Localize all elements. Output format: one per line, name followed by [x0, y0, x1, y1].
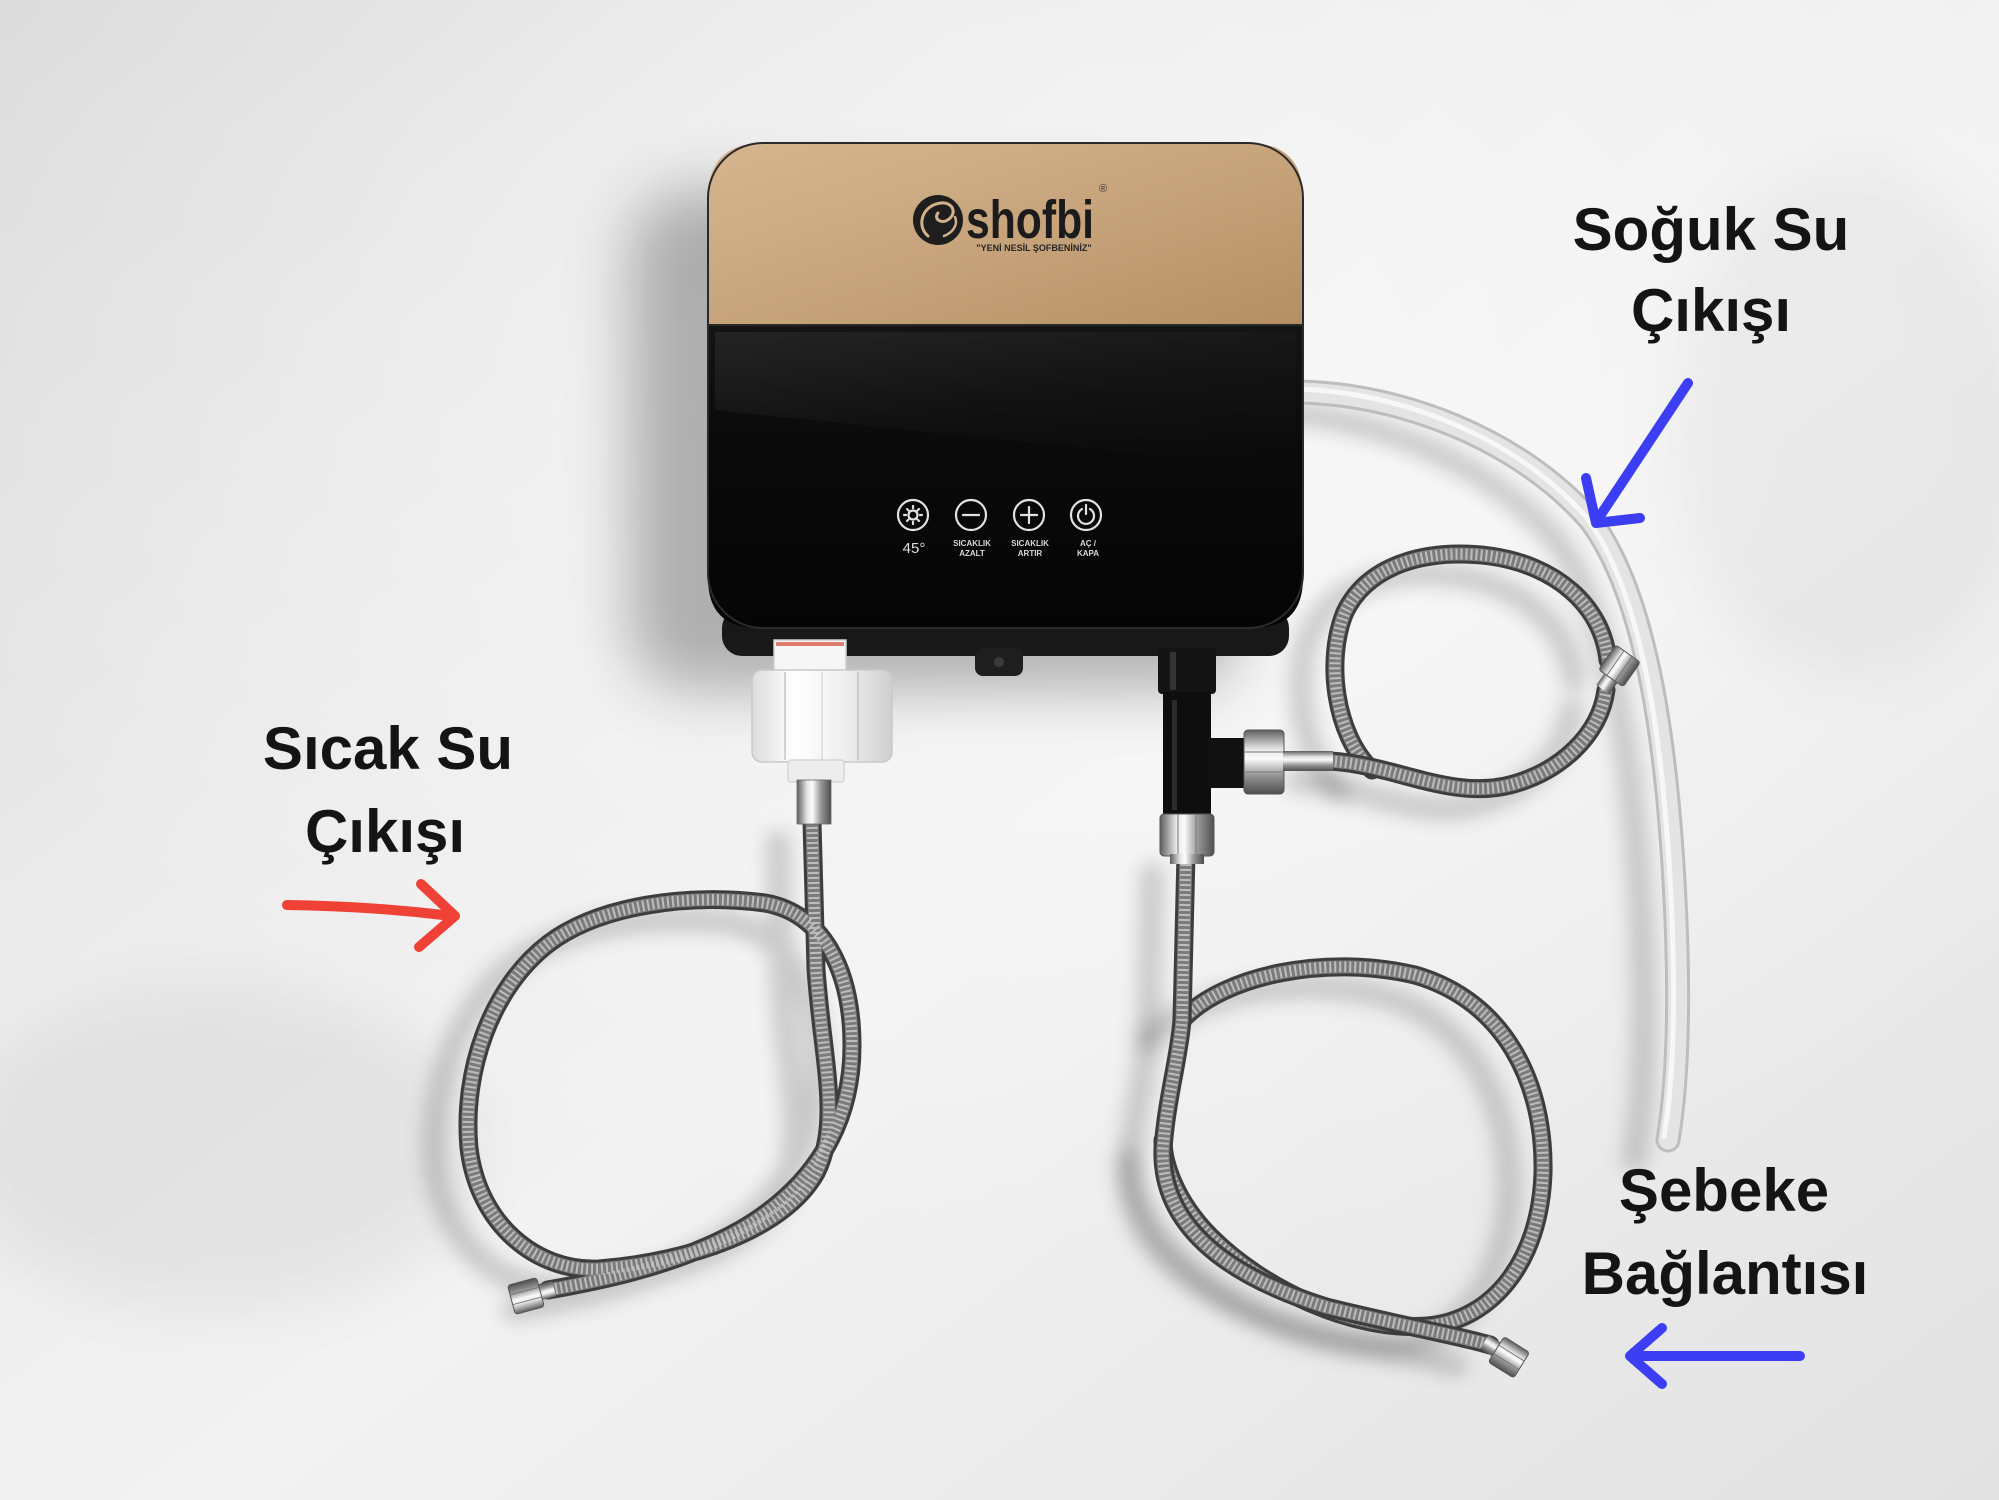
mounting-hole	[994, 657, 1004, 667]
increase-label-line-2: ARTIR	[1018, 549, 1043, 558]
cold-water-arrow-icon	[1581, 378, 1693, 528]
brand-tagline: "YENİ NESİL ŞOFBENİNİZ"	[976, 243, 1091, 253]
temperature-button[interactable]: 45°	[896, 498, 930, 557]
hot-water-union-fitting	[751, 639, 893, 825]
device-outline	[707, 142, 1304, 629]
cold-water-outlet-annotation: Soğuk Su Çıkışı	[1573, 196, 1850, 344]
power-label-line-2: KAPA	[1077, 549, 1099, 558]
backdrop-fold-shadow	[1670, 160, 1999, 680]
annotation-labels: Sıcak Su Çıkışı Soğuk Su Çıkışı Şebeke B…	[263, 196, 1868, 1307]
decrease-label-line-2: AZALT	[959, 549, 985, 558]
mains-label-line-2: Bağlantısı	[1582, 1240, 1869, 1307]
power-button[interactable]: AÇ / KAPA	[1069, 498, 1103, 558]
hot-water-label-line-2: Çıkışı	[305, 798, 465, 865]
temperature-icon	[896, 498, 930, 532]
control-panel: 45° SICAKLIK AZALT SICAKLIK ARTIR	[896, 498, 1103, 558]
minus-icon	[954, 498, 988, 532]
temperature-value: 45°	[903, 540, 926, 557]
gold-top-panel	[708, 143, 1303, 325]
cold-water-label-line-2: Çıkışı	[1631, 277, 1791, 344]
brand-name: shofbi	[966, 190, 1094, 250]
increase-label-line-1: SICAKLIK	[1011, 539, 1049, 548]
glass-reflection	[715, 332, 1296, 470]
mains-label-line-1: Şebeke	[1619, 1157, 1829, 1224]
plus-icon	[1012, 498, 1046, 532]
hot-water-label-line-1: Sıcak Su	[263, 715, 513, 782]
water-heater: shofbi ® "YENİ NESİL ŞOFBENİNİZ" 45° SIC…	[707, 142, 1304, 676]
hot-water-outlet-annotation: Sıcak Su Çıkışı	[263, 715, 513, 865]
power-icon	[1069, 498, 1103, 532]
brand-logo: shofbi ® "YENİ NESİL ŞOFBENİNİZ"	[913, 183, 1107, 253]
mains-connection-annotation: Şebeke Bağlantısı	[1582, 1157, 1869, 1307]
tee-fitting	[1158, 648, 1333, 864]
cold-water-label-line-1: Soğuk Su	[1573, 196, 1850, 263]
decrease-label-line-1: SICAKLIK	[953, 539, 991, 548]
hot-water-arrow-icon	[282, 879, 460, 952]
increase-temperature-button[interactable]: SICAKLIK ARTIR	[1011, 498, 1049, 558]
power-label-line-1: AÇ /	[1080, 539, 1097, 548]
logo-icon	[913, 195, 963, 245]
backdrop-fold-shadow	[0, 990, 480, 1310]
mains-connection-arrow-icon	[1625, 1323, 1805, 1389]
registered-mark: ®	[1099, 183, 1107, 195]
decrease-temperature-button[interactable]: SICAKLIK AZALT	[953, 498, 991, 558]
